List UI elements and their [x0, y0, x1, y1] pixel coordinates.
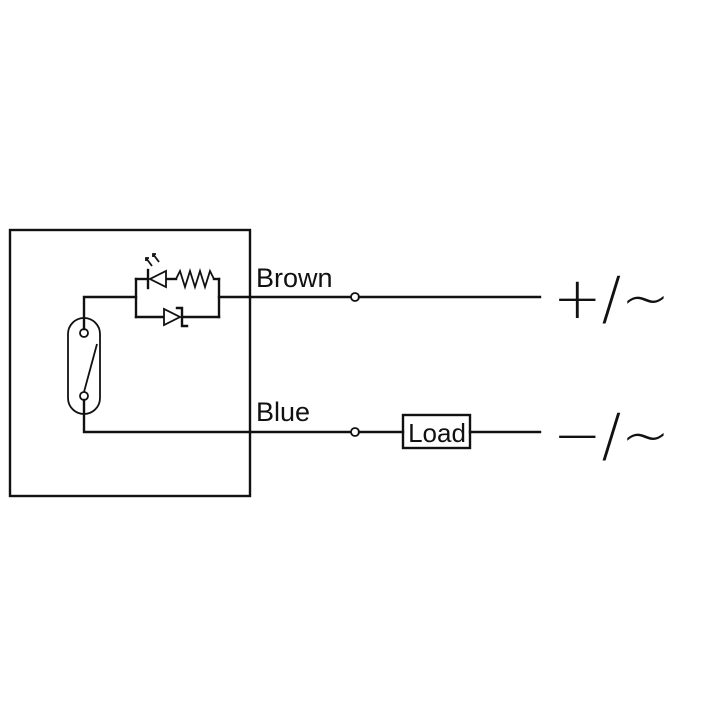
led-resistor-branch [134, 267, 252, 319]
negative-supply-label: −/~ [553, 401, 670, 469]
internal-wiring [82, 295, 252, 434]
led-icon [145, 253, 167, 290]
zener-diode-icon [163, 306, 189, 328]
positive-supply-label: +/~ [553, 264, 670, 332]
brown-wire-label: Brown [256, 263, 333, 293]
brown-wire [248, 292, 542, 302]
blue-wire-label: Blue [256, 397, 310, 427]
sensor-housing [8, 228, 252, 498]
load-label: Load [408, 418, 466, 448]
blue-wire [248, 413, 542, 450]
